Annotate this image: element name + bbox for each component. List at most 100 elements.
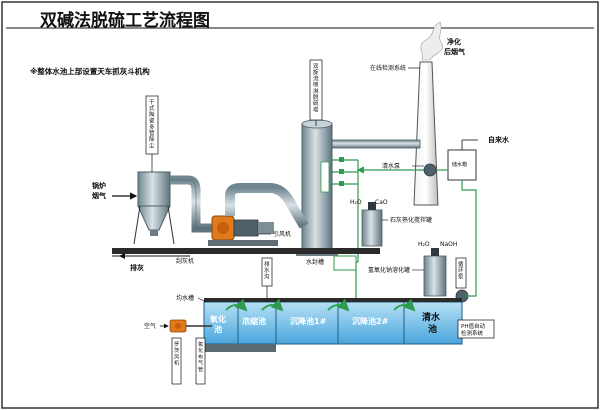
vertical-label-char: 茨: [174, 346, 179, 354]
label-boiler-2: 烟气: [92, 191, 106, 200]
oxidation-pipe-label: 氧 化布气管: [198, 340, 205, 373]
vertical-label-char: 环: [458, 267, 464, 274]
flow-arrow-4: [393, 298, 416, 312]
vertical-label-char: 除: [149, 135, 155, 143]
water-seal-tank: [333, 255, 357, 271]
label-lime-mixer: 石灰熟化搅拌罐: [390, 216, 432, 224]
duct-tower-to-chimney: [321, 139, 421, 149]
label-h2o-2: H₂O: [418, 241, 430, 248]
pool-clear-1: 清水: [422, 311, 441, 323]
blower-label: 罗 茨风机: [174, 341, 181, 367]
vertical-label-char: 多: [149, 123, 155, 131]
leader-weir: [197, 297, 207, 303]
label-clear-water-pump: 清水泵: [382, 162, 400, 170]
label-water-tank: 储水箱: [452, 161, 467, 168]
duct-fan-to-tower: [225, 183, 309, 229]
vertical-label-char: 机: [174, 359, 180, 367]
label-clean-gas-2: 后烟气: [444, 47, 465, 56]
vertical-label-char: 塔: [313, 105, 319, 113]
flow-arrow-3: [327, 298, 350, 312]
clear-water-pump: [423, 163, 437, 177]
label-weir: 均水槽: [176, 294, 194, 302]
dust-collector-label-text: 干: [149, 99, 155, 106]
vertical-label-char: 脱: [313, 93, 319, 101]
tower-label: 双 旋流喷淋脱硫塔: [313, 63, 320, 113]
label-naoh: NaOH: [440, 241, 457, 248]
vertical-label-char: 泵: [458, 273, 464, 280]
vertical-label-char: 化: [198, 346, 203, 354]
spray-nozzle-pipes: [332, 159, 359, 263]
flow-arrow-2: [261, 298, 284, 312]
dust-collector: [133, 171, 175, 245]
pool-settling-1: 沉降池1#: [290, 316, 327, 326]
drain-channel-label: 排 水沟: [264, 260, 271, 280]
vertical-label-char: 水: [264, 266, 270, 274]
vertical-label-char: 管: [149, 129, 155, 137]
blower-label-text: 罗: [174, 341, 179, 348]
water-storage-tank: [447, 149, 477, 181]
dust-collector-label: 干 式陶瓷多管除尘: [149, 99, 156, 149]
pool-settling-2: 沉降池2#: [352, 316, 389, 326]
vertical-label-char: 硫: [313, 99, 319, 107]
flow-arrow-1: [225, 298, 248, 312]
vertical-label-char: 流: [313, 74, 319, 82]
vertical-label-char: 喷: [313, 81, 319, 89]
label-tap-water: 自来水: [488, 135, 510, 144]
vertical-label-char: 式: [149, 104, 155, 112]
vertical-label-char: 尘: [149, 141, 155, 149]
tower-label-text: 双: [313, 63, 319, 70]
circulation-pump-label-box: [455, 257, 467, 289]
naoh-mixer-tank: [423, 248, 447, 297]
induced-draft-fan: [208, 215, 278, 246]
lime-mixer-tank: [361, 202, 383, 247]
chimney: [413, 21, 444, 206]
pipe-circulation-loop: [461, 180, 477, 297]
vertical-label-char: 管: [198, 365, 203, 373]
diagram-title: 双碱法脱硫工艺流程图: [40, 10, 210, 31]
nozzle-markers: [339, 157, 344, 186]
pool-oxidation-2: 池: [214, 324, 222, 334]
desulfurization-tower: [296, 119, 338, 256]
vertical-label-char: 旋: [313, 68, 319, 76]
pool-thickener: 浓缩池: [242, 316, 266, 326]
label-boiler-1: 锅炉: [91, 181, 106, 190]
vertical-label-char: 瓷: [149, 117, 155, 125]
vertical-label-char: 沟: [264, 272, 270, 280]
smoke-plume: [420, 21, 444, 61]
ground-base: [112, 248, 380, 254]
label-ash-conveyor: 刮灰机: [176, 257, 194, 265]
label-ash-discharge: 排灰: [130, 263, 144, 272]
label-ph-2: 检测系统: [461, 329, 484, 337]
duct-collector-to-fan: [170, 175, 214, 233]
ph-system-box: [457, 319, 495, 339]
drain-channel-label-text: 排: [264, 260, 270, 268]
vertical-label-char: 布: [198, 352, 203, 360]
label-water-seal: 水封槽: [306, 258, 324, 266]
pool-clear-2: 池: [428, 323, 437, 335]
label-fan: 引风机: [273, 230, 291, 238]
label-h2o-1: H₂O: [350, 199, 362, 206]
duct-collector-outline: [170, 179, 214, 229]
vertical-label-char: 气: [198, 359, 203, 367]
label-clean-gas-1: 净化: [447, 37, 461, 46]
oxidation-pipe-label-box: [195, 337, 206, 385]
tower-sightglass: [320, 161, 330, 193]
label-online-monitor: 在线检测系统: [370, 64, 406, 72]
roots-blower: [169, 319, 187, 333]
label-naoh-mixer: 氢氧化钠溶化罐: [368, 266, 410, 274]
pool-oxidation-1: 氧化: [209, 314, 226, 324]
oxidation-pipe-label-text: 氧: [198, 340, 203, 348]
note-text: ※整体水池上部设置天车抓灰斗机构: [30, 66, 150, 76]
circulation-pump-label: 循 环泵: [458, 260, 465, 280]
vertical-label-char: 风: [174, 353, 180, 360]
label-air: 空气: [144, 322, 156, 330]
blower-label-box: [171, 337, 182, 385]
vertical-label-char: 陶: [149, 110, 155, 118]
label-cao: CaO: [375, 199, 388, 206]
circulation-pump-label-text: 循: [458, 260, 464, 268]
label-ph-1: PH值自动: [461, 322, 485, 330]
vertical-label-char: 淋: [313, 87, 319, 95]
